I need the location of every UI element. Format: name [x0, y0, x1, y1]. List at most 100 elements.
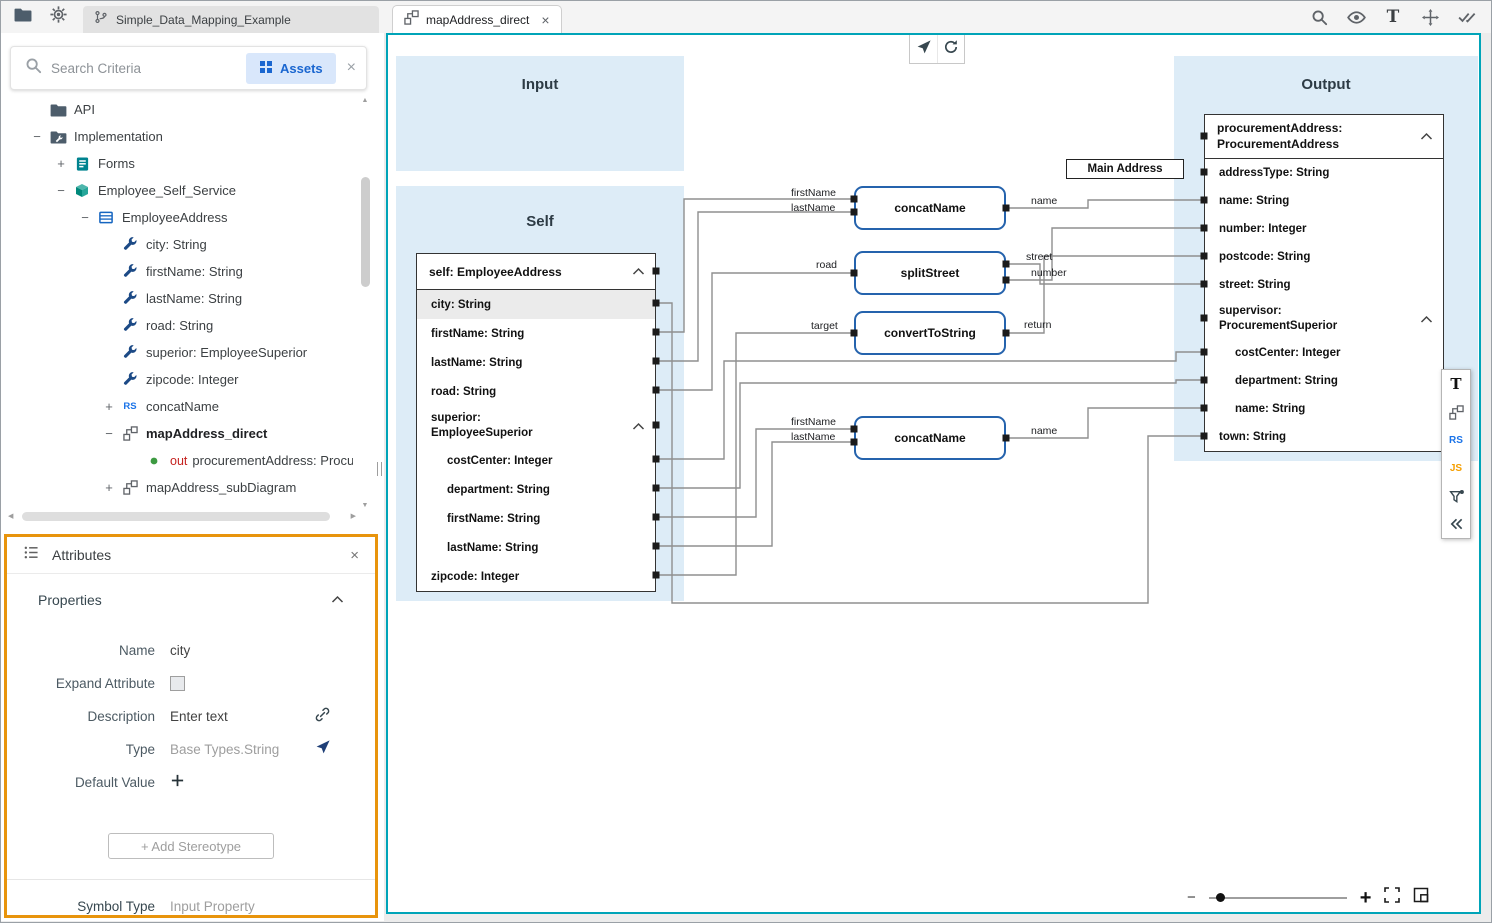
- scroll-down-icon[interactable]: ▼: [361, 502, 369, 509]
- node-row[interactable]: town: String: [1205, 423, 1443, 451]
- tree-item[interactable]: zipcode: Integer: [1, 366, 353, 393]
- search-icon[interactable]: [1308, 6, 1330, 28]
- tree-item[interactable]: −EmployeeAddress: [1, 204, 353, 231]
- node-row[interactable]: number: Integer: [1205, 215, 1443, 243]
- collapse-toggle-icon[interactable]: −: [81, 210, 89, 225]
- refresh-button[interactable]: [937, 35, 964, 63]
- tree-horizontal-scrollbar[interactable]: ◀ ▶: [8, 510, 356, 522]
- node-row[interactable]: department: String: [417, 475, 655, 504]
- collapse-toolbar-icon[interactable]: [1442, 510, 1470, 538]
- vertical-scroll-thumb[interactable]: [360, 177, 370, 287]
- clear-search-icon[interactable]: ×: [346, 59, 356, 76]
- description-value[interactable]: Enter text: [170, 709, 228, 724]
- collapse-toggle-icon[interactable]: −: [105, 426, 113, 441]
- fullscreen-icon[interactable]: [1384, 887, 1401, 908]
- node-row[interactable]: superior: EmployeeSuperior: [417, 406, 655, 446]
- chevron-up-icon[interactable]: [1420, 315, 1433, 324]
- tree-item[interactable]: +mapAddress_subDiagram: [1, 474, 353, 501]
- add-default-value-icon[interactable]: [170, 773, 185, 793]
- project-tab[interactable]: Simple_Data_Mapping_Example: [83, 6, 379, 33]
- double-check-icon[interactable]: [1456, 6, 1478, 28]
- tree-item[interactable]: lastName: String: [1, 285, 353, 312]
- tree-item[interactable]: +Forms: [1, 150, 353, 177]
- pan-icon[interactable]: [1419, 6, 1441, 28]
- node-row[interactable]: lastName: String: [417, 348, 655, 377]
- navigate-to-type-icon[interactable]: [315, 739, 331, 760]
- tree-item[interactable]: superior: EmployeeSuperior: [1, 339, 353, 366]
- node-row[interactable]: firstName: String: [417, 319, 655, 348]
- horizontal-scroll-thumb[interactable]: [22, 511, 330, 521]
- node-row[interactable]: addressType: String: [1205, 159, 1443, 187]
- zoom-out-button[interactable]: −: [1187, 889, 1196, 906]
- fit-to-screen-icon[interactable]: [1413, 887, 1429, 908]
- node-row[interactable]: supervisor: ProcurementSuperior: [1205, 299, 1443, 339]
- horizontal-scroll-track[interactable]: [18, 511, 345, 521]
- expand-attribute-checkbox[interactable]: [170, 676, 185, 691]
- tree-item[interactable]: firstName: String: [1, 258, 353, 285]
- node-row[interactable]: postcode: String: [1205, 243, 1443, 271]
- note-label[interactable]: Main Address: [1066, 159, 1184, 179]
- node-row[interactable]: costCenter: Integer: [1205, 339, 1443, 367]
- t-tool[interactable]: T: [1450, 375, 1462, 393]
- collapse-toggle-icon[interactable]: −: [57, 183, 65, 198]
- scroll-right-icon[interactable]: ▶: [350, 512, 356, 520]
- node-row[interactable]: road: String: [417, 377, 655, 406]
- zoom-slider-handle[interactable]: [1215, 893, 1225, 902]
- node-row[interactable]: city: String: [417, 290, 655, 319]
- properties-section-header[interactable]: Properties: [7, 574, 375, 609]
- tree-item[interactable]: −Employee_Self_Service: [1, 177, 353, 204]
- zoom-slider[interactable]: [1208, 893, 1347, 902]
- gear-icon[interactable]: [45, 4, 71, 30]
- scroll-left-icon[interactable]: ◀: [8, 512, 14, 520]
- eye-icon[interactable]: [1345, 6, 1367, 28]
- text-tool-icon[interactable]: T: [1386, 7, 1400, 27]
- node-row[interactable]: lastName: String: [417, 533, 655, 562]
- node-row[interactable]: costCenter: Integer: [417, 446, 655, 475]
- function-node-splitStreet[interactable]: splitStreet: [854, 251, 1006, 295]
- subdiagram-tool-icon[interactable]: [1442, 398, 1470, 426]
- node-row[interactable]: name: String: [1205, 187, 1443, 215]
- scroll-up-icon[interactable]: ▲: [361, 97, 369, 104]
- tree-vertical-scrollbar[interactable]: ▲ ▼: [359, 96, 371, 510]
- function-node-concatName[interactable]: concatName: [854, 416, 1006, 460]
- attributes-close-icon[interactable]: ×: [350, 546, 359, 564]
- tree-item[interactable]: −Implementation: [1, 123, 353, 150]
- expand-toggle-icon[interactable]: +: [57, 156, 65, 171]
- chevron-up-icon[interactable]: [331, 591, 344, 609]
- vertical-scroll-track[interactable]: [360, 105, 370, 501]
- tree-item[interactable]: API: [1, 96, 353, 123]
- filter-tool-icon[interactable]: [1442, 482, 1470, 510]
- tree-item[interactable]: −mapAddress_direct: [1, 420, 353, 447]
- name-value[interactable]: city: [170, 643, 191, 658]
- zoom-in-button[interactable]: +: [1359, 886, 1372, 909]
- close-tab-icon[interactable]: ×: [541, 11, 550, 28]
- node-header[interactable]: self: EmployeeAddress: [417, 254, 655, 290]
- assets-button[interactable]: Assets: [246, 52, 336, 84]
- node-row[interactable]: name: String: [1205, 395, 1443, 423]
- diagram-tab[interactable]: mapAddress_direct ×: [392, 5, 562, 33]
- tree-item[interactable]: city: String: [1, 231, 353, 258]
- chevron-up-icon[interactable]: [632, 422, 645, 431]
- expand-toggle-icon[interactable]: +: [105, 480, 113, 495]
- expand-toggle-icon[interactable]: +: [105, 399, 113, 414]
- node-row[interactable]: street: String: [1205, 271, 1443, 299]
- type-value[interactable]: Base Types.String: [170, 742, 280, 757]
- node-row[interactable]: zipcode: Integer: [417, 562, 655, 591]
- js-tool[interactable]: JS: [1449, 462, 1463, 474]
- node-header[interactable]: procurementAddress: ProcurementAddress: [1205, 115, 1443, 159]
- input-region[interactable]: Input: [396, 56, 684, 171]
- folder-icon[interactable]: [10, 4, 36, 30]
- navigate-button[interactable]: [910, 35, 937, 63]
- add-stereotype-button[interactable]: + Add Stereotype: [108, 833, 274, 859]
- tree-item[interactable]: road: String: [1, 312, 353, 339]
- link-icon[interactable]: [314, 706, 331, 728]
- node-row[interactable]: department: String: [1205, 367, 1443, 395]
- search-input[interactable]: [51, 60, 238, 76]
- panel-resize-handle[interactable]: [377, 462, 382, 476]
- chevron-up-icon[interactable]: [632, 267, 645, 276]
